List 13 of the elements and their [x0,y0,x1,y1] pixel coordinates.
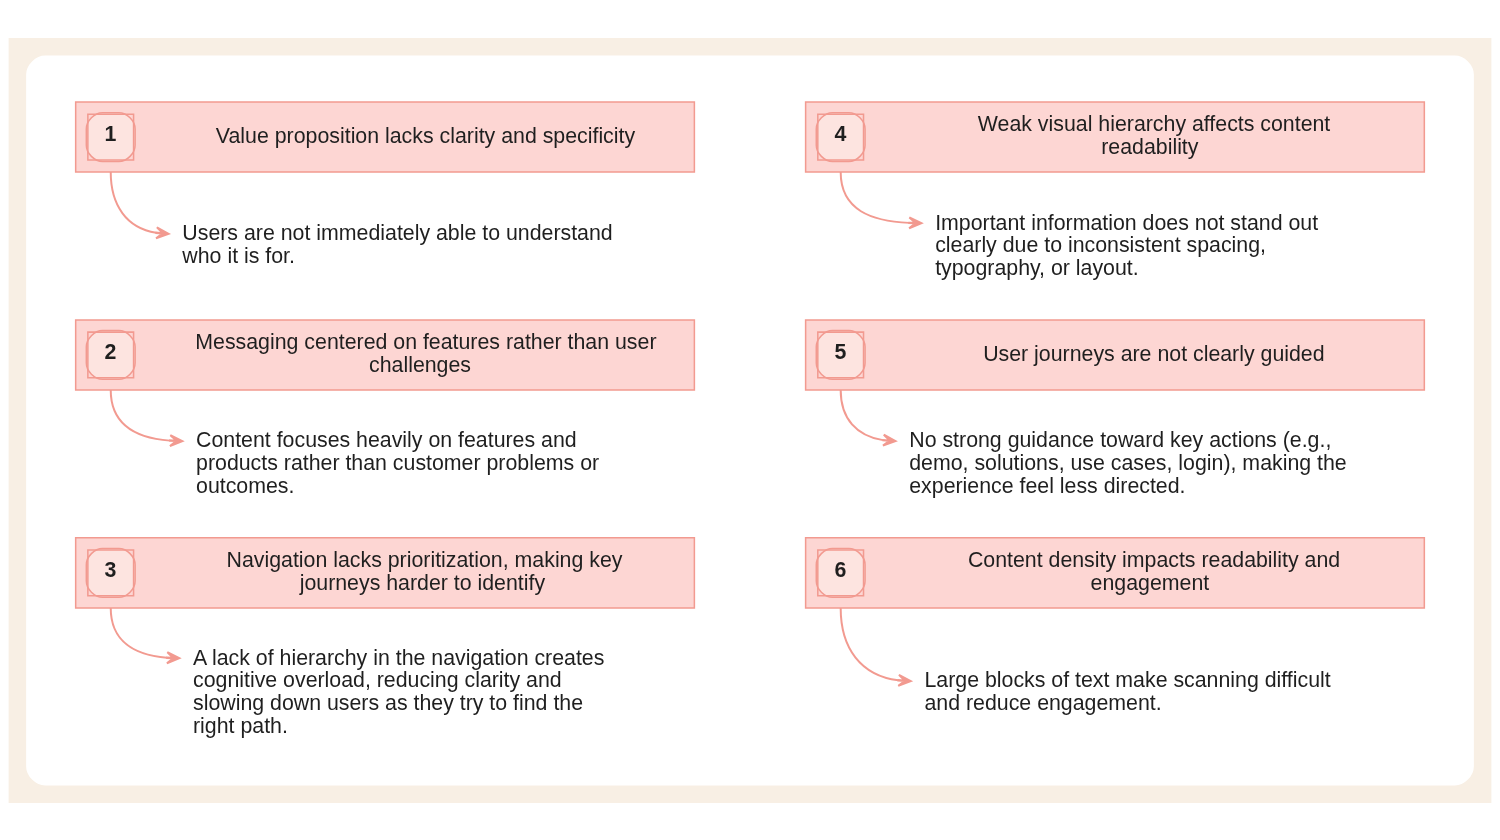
node-text: Users are not immediately able to understand who it is for. [182,220,613,268]
node-text: No strong guidance toward key actions (e.g., demo, solutions, use cases, login), making the experience feel less directed. [909,427,1347,498]
arrow [839,606,912,687]
arrow [109,606,181,664]
node-text: A lack of hierarchy in the navigation creates cognitive overload, reducing clarity and slowing down users as they try to find the right path. [193,645,605,738]
node-text: Content focuses heavily on features and products rather than customer problems or outcomes. [196,427,600,498]
cluster [26,55,1474,785]
arrow [839,388,897,447]
arrow [839,170,923,229]
arrow [109,388,184,447]
node-text: Large blocks of text make scanning difficult and reduce engagement. [924,667,1331,715]
arrow [109,170,170,239]
node-text: Important information does not stand out clearly due to inconsistent spacing, typography, or layout. [935,210,1319,280]
